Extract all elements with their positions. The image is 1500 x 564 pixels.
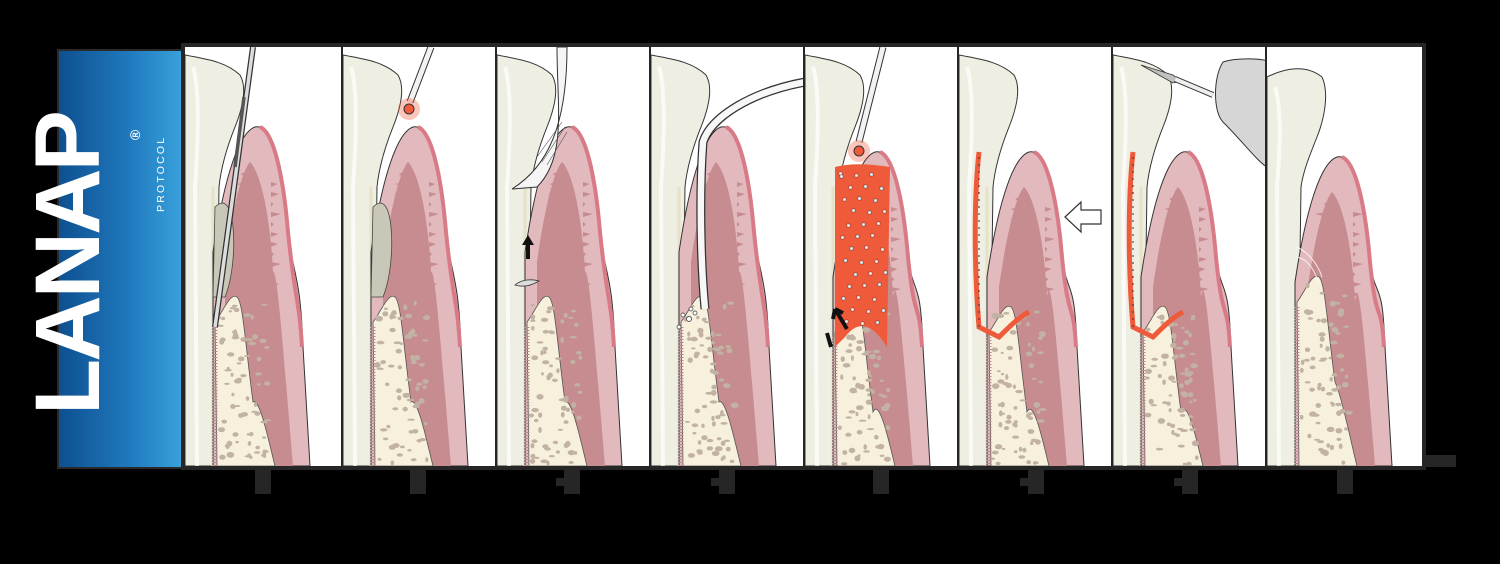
registered-mark: ®: [127, 129, 144, 141]
tooth-cross-section-illustration: [1113, 54, 1265, 466]
protocol-steps-frame: [185, 47, 1422, 466]
tooth-cross-section-illustration: [185, 47, 311, 466]
tooth-cross-section-illustration: [651, 54, 803, 466]
step-panel-3: [495, 47, 649, 466]
logo-title: LANAP: [17, 113, 119, 415]
step-number-marker-4: [710, 470, 735, 494]
step-panel-8: [1265, 47, 1419, 466]
step-number-marker-7: [1174, 470, 1198, 494]
step-panel-1: [185, 47, 339, 466]
step-panel-5: [803, 47, 957, 466]
step-number-marker-3: [556, 470, 580, 494]
tooth-cross-section-illustration: [1267, 68, 1393, 466]
frame-corner-mark: [1422, 455, 1456, 467]
step-number-marker-5: [873, 470, 889, 494]
step-number-marker-1: [255, 470, 271, 494]
step-number-marker-8: [1336, 470, 1353, 494]
step-panel-6: [957, 47, 1111, 466]
tooth-cross-section-illustration: [805, 47, 931, 466]
step-panel-7: [1111, 47, 1265, 466]
logo-subtitle: PROTOCOL: [155, 135, 167, 212]
step-number-marker-2: [409, 470, 426, 494]
lanap-logo-banner: [57, 49, 185, 469]
step-panel-2: [341, 47, 495, 466]
tooth-cross-section-illustration: [497, 47, 623, 466]
step-number-marker-6: [1019, 470, 1044, 494]
tooth-cross-section-illustration: [343, 47, 469, 466]
tooth-cross-section-illustration: [959, 54, 1102, 466]
step-panel-4: [649, 47, 803, 466]
